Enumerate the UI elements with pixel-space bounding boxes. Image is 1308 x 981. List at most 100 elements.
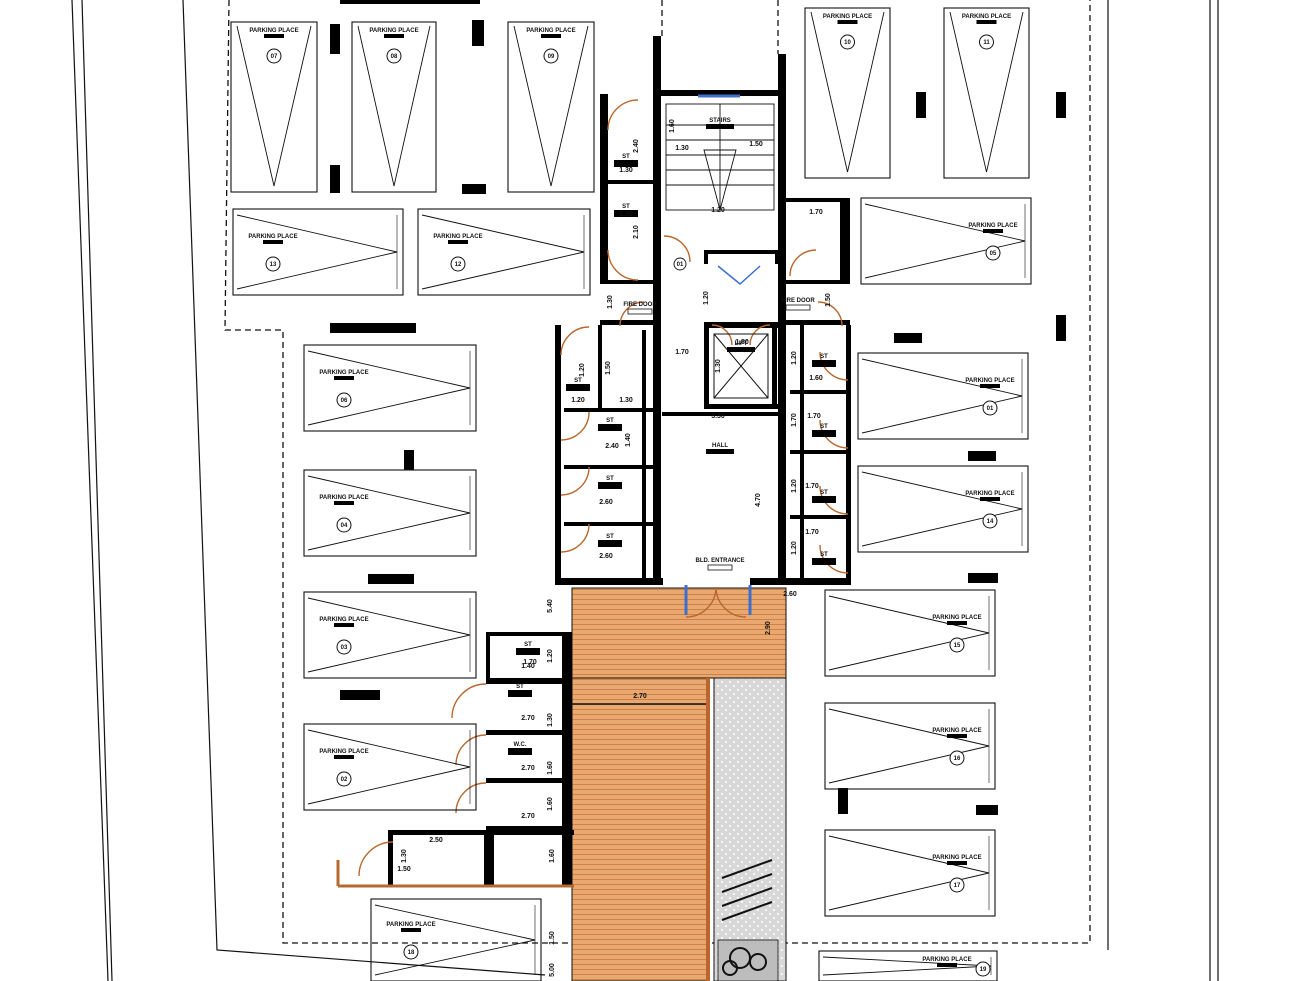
dimension-label: 1.50 [825, 293, 832, 307]
storage-label: ST [820, 490, 828, 496]
dimension-label: 2.70 [521, 813, 535, 820]
dimension-label: 3.30 [711, 413, 725, 420]
dimension-label: 1.30 [619, 167, 633, 174]
dimension-label: 1.70 [807, 413, 821, 420]
dimension-label: 1.30 [401, 849, 408, 863]
site-boundary [71, 0, 1219, 981]
dimension-label: 2.10 [633, 225, 640, 239]
parking-place-label: PARKING PLACE [922, 957, 971, 963]
parking-place-label: PARKING PLACE [932, 855, 981, 861]
parking-space: PARKING PLACE 09 [507, 21, 595, 193]
parking-place-label: PARKING PLACE [319, 617, 368, 623]
storage-label: ST [606, 418, 614, 424]
parking-number: 02 [341, 777, 348, 783]
dimension-label: 1.20 [791, 351, 798, 365]
dimension-label: 1.20 [711, 207, 725, 214]
parking-number: 18 [408, 950, 415, 956]
dimension-label: 1.70 [809, 209, 823, 216]
parking-place-label: PARKING PLACE [369, 28, 418, 34]
parking-place-label: PARKING PLACE [962, 14, 1011, 20]
room-label: HALL [712, 443, 728, 449]
dimension-label: 1.60 [547, 797, 554, 811]
parking-place-label: PARKING PLACE [249, 28, 298, 34]
parking-place-label: PARKING PLACE [433, 234, 482, 240]
dimension-label: 2.40 [605, 443, 619, 450]
dimension-label: 1.80 [735, 339, 749, 346]
parking-number: 16 [954, 756, 961, 762]
dimension-label: 1.60 [549, 849, 556, 863]
dimension-label: 2.70 [521, 715, 535, 722]
parking-number: 11 [983, 40, 990, 46]
storage-label: ST [516, 684, 524, 690]
parking-space: PARKING PLACE 03 [303, 591, 477, 679]
dimension-label: 2.70 [633, 693, 647, 700]
storage-label: ST [524, 642, 532, 648]
dimension-label: 1.20 [571, 397, 585, 404]
parking-place-label: PARKING PLACE [526, 28, 575, 34]
storage-label: ST [820, 424, 828, 430]
dimension-label: 1.30 [547, 713, 554, 727]
storage-label: ST [820, 552, 828, 558]
dimension-label: 1.30 [675, 145, 689, 152]
parking-place-label: PARKING PLACE [319, 495, 368, 501]
storage-label: ST [622, 154, 630, 160]
dimension-label: 1.60 [669, 119, 676, 133]
parking-place-label: PARKING PLACE [968, 223, 1017, 229]
fire-door-label: FIRE DOOR [623, 302, 657, 308]
dimension-label: 2.60 [599, 553, 613, 560]
dimension-label: 1.20 [791, 479, 798, 493]
dimension-label: 1.70 [791, 413, 798, 427]
glazing [684, 94, 761, 615]
parking-place-label: PARKING PLACE [823, 14, 872, 20]
parking-number: 06 [341, 398, 348, 404]
parking-space: PARKING PLACE 10 [804, 7, 891, 179]
parking-number: 07 [271, 54, 278, 60]
landing-marker: 01 [677, 262, 684, 268]
dimension-label: 1.30 [619, 211, 633, 218]
dimension-layer: 2.401.302.101.301.601.301.201.301.501.20… [397, 119, 832, 977]
parking-place-label: PARKING PLACE [319, 370, 368, 376]
dimension-label: 1.50 [549, 931, 556, 945]
parking-place-label: PARKING PLACE [248, 234, 297, 240]
parking-number: 17 [954, 883, 961, 889]
parking-number: 03 [341, 645, 348, 651]
dimension-label: 1.70 [675, 349, 689, 356]
storage-label: ST [622, 204, 630, 210]
parking-space: PARKING PLACE 07 [230, 21, 318, 193]
parking-number: 09 [548, 54, 555, 60]
parking-number: 10 [844, 40, 851, 46]
dimension-label: 1.20 [791, 541, 798, 555]
storage-label: ST [606, 534, 614, 540]
fire-door-label: FIRE DOOR [781, 298, 815, 304]
dimension-label: 2.60 [599, 499, 613, 506]
dimension-label: 1.50 [397, 866, 411, 873]
marker-blocks [330, 0, 1066, 815]
gravel-strip [713, 677, 787, 981]
lift [713, 333, 769, 399]
parking-place-label: PARKING PLACE [319, 749, 368, 755]
accent-walls [336, 860, 574, 888]
parking-space: PARKING PLACE 04 [303, 469, 477, 557]
dimension-label: 2.90 [765, 621, 772, 635]
storage-label: W.C. [514, 742, 527, 748]
dimension-label: 1.70 [805, 483, 819, 490]
room-label: LIFT [735, 341, 748, 347]
dimension-label: 4.70 [755, 493, 762, 507]
building-entrance-label: BLD. ENTRANCE [696, 558, 745, 564]
room-label: STAIRS [709, 118, 731, 124]
parking-number: 04 [341, 523, 348, 529]
storage-label: ST [606, 476, 614, 482]
dimension-label: 5.40 [547, 599, 554, 613]
dimension-label: 1.30 [715, 359, 722, 373]
parking-space: PARKING PLACE 02 [303, 723, 477, 811]
dimension-label: 2.70 [521, 765, 535, 772]
dimension-label: 1.70 [805, 529, 819, 536]
parking-number: 01 [987, 406, 994, 412]
